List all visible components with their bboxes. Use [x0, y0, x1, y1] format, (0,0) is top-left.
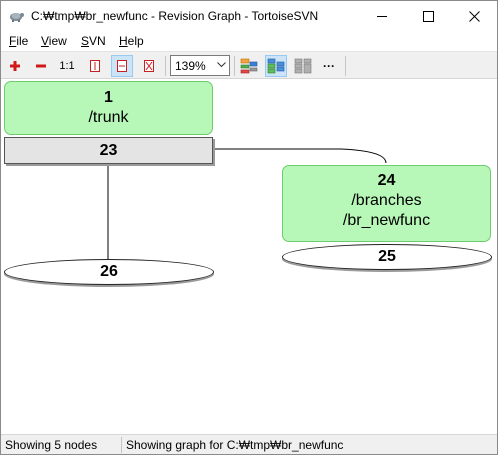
close-icon — [469, 11, 480, 22]
menu-view-accel: V — [41, 34, 49, 48]
zoom-in-icon — [10, 61, 20, 71]
revision-node-1[interactable]: 1 /trunk — [4, 81, 213, 135]
zoom-level-select[interactable]: 139% — [170, 55, 230, 76]
zoom-one-to-one-label: 1:1 — [59, 60, 75, 72]
revision-path-line2: /br_newfunc — [342, 212, 431, 229]
show-branch-tags-button[interactable] — [238, 55, 260, 77]
menu-file-label: ile — [16, 34, 29, 48]
group-branches-icon — [267, 58, 285, 74]
title-bar[interactable]: C:₩tmp₩br_newfunc - Revision Graph - Tor… — [1, 1, 497, 31]
tortoisesvn-icon — [9, 9, 25, 23]
menu-svn-label: VN — [89, 34, 106, 48]
toolbar-separator — [165, 56, 166, 76]
toolbar-separator — [345, 56, 346, 76]
revision-number: 1 — [104, 89, 113, 106]
menu-help-label: elp — [127, 34, 144, 48]
zoom-level-value: 139% — [175, 59, 206, 73]
minimize-icon — [377, 16, 387, 17]
status-graph-path: Showing graph for C:₩tmp₩br_newfunc — [126, 438, 344, 452]
revision-node-25[interactable]: 25 — [282, 244, 492, 270]
toolbar: 1:1 139% — [1, 51, 497, 79]
revision-number: 25 — [378, 248, 396, 265]
menu-help[interactable]: Help — [119, 34, 144, 48]
edge-23-24 — [213, 148, 387, 164]
status-divider — [121, 437, 122, 453]
revision-number: 26 — [100, 263, 118, 280]
zoom-fit-height-button[interactable] — [84, 55, 106, 77]
window-title: C:₩tmp₩br_newfunc - Revision Graph - Tor… — [31, 9, 319, 23]
fit-height-icon — [90, 60, 100, 72]
zoom-original-button[interactable]: 1:1 — [56, 55, 78, 77]
menu-view-label: iew — [48, 34, 67, 48]
tree-layout-icon — [240, 58, 258, 74]
revision-path: /trunk — [88, 109, 129, 126]
zoom-out-icon — [36, 64, 46, 68]
chevron-down-icon — [217, 62, 226, 68]
fold-tags-icon — [294, 58, 312, 74]
graph-edges — [107, 148, 387, 259]
more-icon: ··· — [323, 59, 335, 73]
zoom-out-button[interactable] — [30, 55, 52, 77]
fit-width-icon — [117, 60, 127, 72]
toolbar-separator — [234, 56, 235, 76]
maximize-button[interactable] — [405, 1, 451, 31]
revision-node-26[interactable]: 26 — [4, 259, 214, 285]
menu-svn[interactable]: SVN — [81, 34, 106, 48]
revision-node-23[interactable]: 23 — [4, 137, 213, 164]
menu-view[interactable]: View — [41, 34, 67, 48]
zoom-fit-window-button[interactable] — [138, 55, 160, 77]
minimize-button[interactable] — [359, 1, 405, 31]
fit-window-icon — [144, 60, 154, 72]
menu-bar: File View SVN Help — [1, 31, 497, 51]
revision-number: 24 — [377, 172, 396, 189]
revision-graph-canvas[interactable]: 1 /trunk 23 26 24 /branches /br_newfunc … — [1, 79, 497, 434]
revision-number: 23 — [99, 142, 118, 159]
fold-tags-button[interactable] — [292, 55, 314, 77]
menu-svn-accel: S — [81, 34, 90, 48]
status-bar: Showing 5 nodes Showing graph for C:₩tmp… — [1, 434, 497, 454]
menu-help-accel: H — [119, 34, 128, 48]
revision-path-line1: /branches — [351, 192, 422, 209]
zoom-in-button[interactable] — [4, 55, 26, 77]
close-button[interactable] — [451, 1, 497, 31]
menu-file-accel: F — [9, 34, 17, 48]
more-options-button[interactable]: ··· — [318, 55, 340, 77]
maximize-icon — [423, 11, 434, 22]
status-node-count: Showing 5 nodes — [5, 438, 98, 452]
revision-node-24[interactable]: 24 /branches /br_newfunc — [282, 165, 491, 242]
group-branches-button[interactable] — [265, 55, 287, 77]
menu-file[interactable]: File — [9, 34, 28, 48]
zoom-fit-width-button[interactable] — [111, 55, 133, 77]
